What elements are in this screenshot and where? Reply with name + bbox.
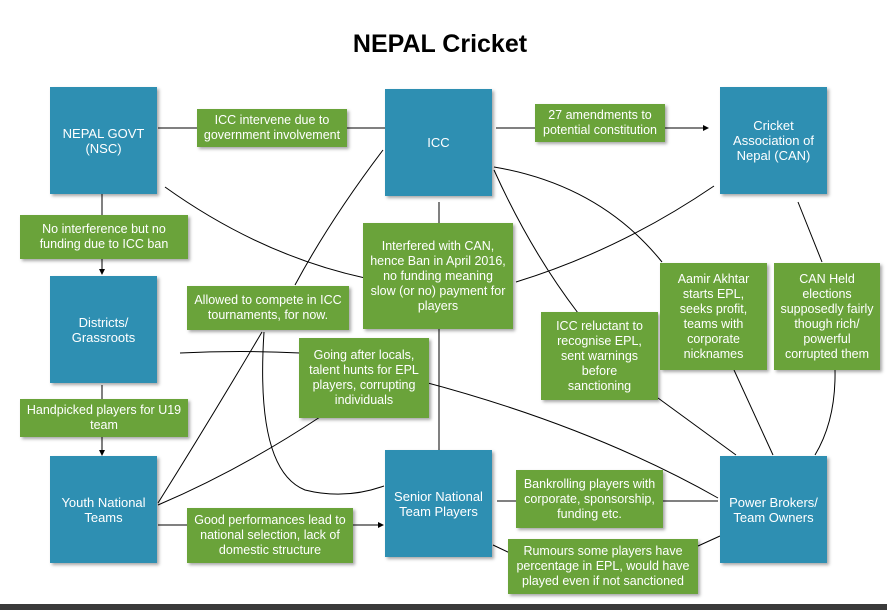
entity-senior-players[interactable]: Senior National Team Players — [385, 450, 492, 557]
label-aamir-akhtar[interactable]: Aamir Akhtar starts EPL, seeks profit, t… — [660, 263, 767, 370]
label-icc-intervene[interactable]: ICC intervene due to government involvem… — [197, 109, 347, 147]
link-reluctant-power — [657, 397, 737, 456]
link-can-elections — [797, 201, 823, 263]
link-locals-power — [392, 373, 719, 499]
entity-power-brokers[interactable]: Power Brokers/ Team Owners — [720, 456, 827, 563]
entity-districts[interactable]: Districts/ Grassroots — [50, 276, 157, 383]
link-locals-youth — [157, 416, 321, 506]
link-icc-allowed — [294, 149, 384, 286]
label-bankrolling[interactable]: Bankrolling players with corporate, spon… — [516, 470, 663, 528]
label-icc-reluctant[interactable]: ICC reluctant to recognise EPL, sent war… — [541, 312, 658, 400]
link-districts-locals — [179, 351, 301, 354]
label-good-performances[interactable]: Good performances lead to national selec… — [187, 508, 353, 563]
label-handpicked[interactable]: Handpicked players for U19 team — [20, 399, 188, 437]
entity-youth-teams[interactable]: Youth National Teams — [50, 456, 157, 563]
link-govt-interfered — [164, 186, 366, 279]
label-interfered-can[interactable]: Interfered with CAN, hence Ban in April … — [363, 223, 513, 329]
link-allowed-youth — [157, 331, 263, 504]
link-interfered-can — [515, 185, 715, 283]
label-allowed-compete[interactable]: Allowed to compete in ICC tournaments, f… — [187, 286, 349, 330]
link-rumours-power — [697, 535, 721, 547]
label-rumours[interactable]: Rumours some players have percentage in … — [508, 539, 698, 594]
diagram-title: NEPAL Cricket — [352, 30, 528, 58]
entity-icc[interactable]: ICC — [385, 89, 492, 196]
link-elections-power — [814, 369, 836, 456]
label-amendments[interactable]: 27 amendments to potential constitution — [535, 104, 665, 142]
entity-nepal-govt[interactable]: NEPAL GOVT (NSC) — [50, 87, 157, 194]
entity-can[interactable]: Cricket Association of Nepal (CAN) — [720, 87, 827, 194]
link-allowed-senior — [262, 331, 385, 495]
link-icc-reluctant — [493, 169, 579, 314]
link-icc-aamir — [493, 166, 663, 263]
label-can-elections[interactable]: CAN Held elections supposedly fairly tho… — [774, 263, 880, 370]
label-going-after-locals[interactable]: Going after locals, talent hunts for EPL… — [299, 338, 429, 418]
label-no-interference[interactable]: No interference but no funding due to IC… — [20, 215, 188, 259]
link-aamir-power — [733, 369, 774, 456]
link-senior-rumours — [492, 544, 511, 554]
bottom-bar — [0, 604, 887, 610]
